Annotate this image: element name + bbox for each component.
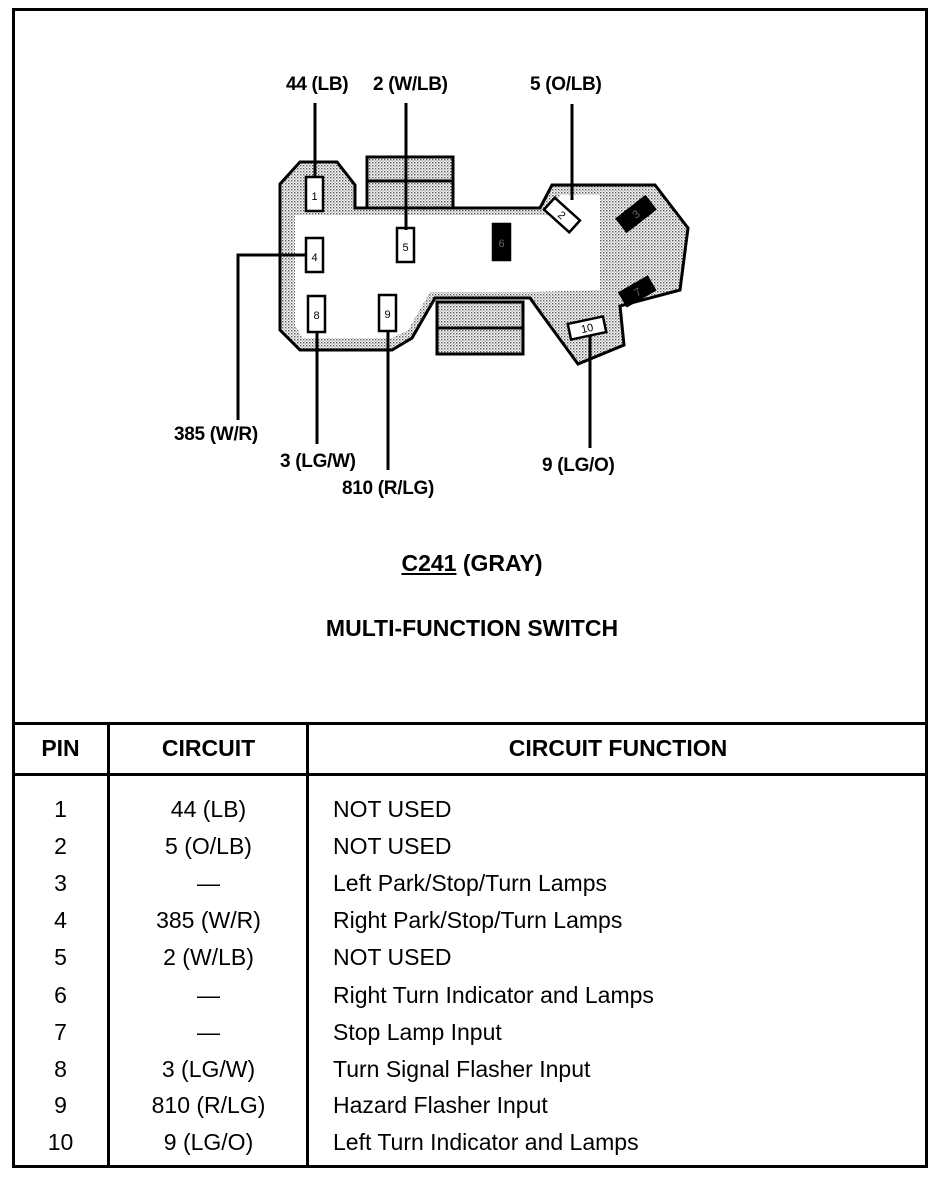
pin-cavity-4: 4: [304, 236, 325, 274]
cell-circuit: —: [197, 982, 220, 1008]
pin-number: 9: [384, 309, 390, 321]
cell-circuit: 2 (W/LB): [163, 944, 254, 970]
cell-function: Left Park/Stop/Turn Lamps: [333, 870, 608, 896]
table-row: 9 810 (R/LG) Hazard Flasher Input: [0, 1092, 944, 1129]
connector-id: C241: [401, 550, 457, 576]
cell-function: Hazard Flasher Input: [333, 1092, 548, 1118]
cell-circuit: 3 (LG/W): [161, 1056, 256, 1082]
cell-function: Left Turn Indicator and Lamps: [333, 1129, 639, 1155]
table-row: 2 5 (O/LB) NOT USED: [0, 833, 944, 870]
pin-number: 1: [311, 191, 317, 203]
top-latch: [365, 155, 455, 210]
pin-cavity-10: 10: [566, 314, 608, 342]
wire-label-385: 385 (W/R): [174, 424, 258, 445]
cell-pin: 3: [54, 870, 67, 896]
table-row: 3 — Left Park/Stop/Turn Lamps: [0, 870, 944, 907]
table-row: 8 3 (LG/W) Turn Signal Flasher Input: [0, 1056, 944, 1093]
cell-function: Stop Lamp Input: [333, 1019, 502, 1045]
connector-face: [295, 195, 600, 338]
cell-function: Turn Signal Flasher Input: [333, 1056, 591, 1082]
connector-diagram: 1 4 5 6 2 3 7 8 9 10: [236, 103, 690, 470]
cell-pin: 8: [54, 1056, 67, 1082]
leader-line-385: [236, 253, 306, 420]
cell-circuit: 44 (LB): [170, 796, 247, 822]
cell-function: Right Park/Stop/Turn Lamps: [333, 907, 623, 933]
cell-function: Right Turn Indicator and Lamps: [333, 982, 654, 1008]
cell-circuit: 5 (O/LB): [165, 833, 252, 859]
pin-number: 4: [311, 252, 317, 264]
pin-cavity-3: 3: [615, 194, 657, 234]
wire-label-2: 2 (W/LB): [373, 74, 448, 95]
pin-cavity-5: 5: [395, 226, 416, 264]
cell-function: NOT USED: [333, 796, 452, 822]
connector-title: C241 (GRAY): [0, 550, 944, 577]
table-header-rule: [12, 773, 928, 776]
cell-pin: 9: [54, 1092, 67, 1118]
table-column-divider: [107, 722, 110, 1168]
cell-function: NOT USED: [333, 833, 452, 859]
pin-number: 5: [402, 242, 408, 254]
cell-circuit: 385 (W/R): [156, 907, 261, 933]
bottom-latch: [435, 300, 525, 356]
table-row: 7 — Stop Lamp Input: [0, 1019, 944, 1056]
cell-pin: 7: [54, 1019, 67, 1045]
cell-pin: 6: [54, 982, 67, 1008]
table-column-divider: [306, 722, 309, 1168]
pin-number: 6: [498, 238, 504, 250]
header-pin: PIN: [41, 735, 80, 761]
pin-number: 8: [313, 310, 319, 322]
table-row: 10 9 (LG/O) Left Turn Indicator and Lamp…: [0, 1129, 944, 1166]
cell-circuit: —: [197, 870, 220, 896]
pin-number: 10: [580, 322, 594, 336]
cell-pin: 4: [54, 907, 67, 933]
pin-cavity-9: 9: [377, 293, 398, 333]
pin-cavity-2: 2: [542, 195, 582, 235]
cell-circuit: 810 (R/LG): [151, 1092, 266, 1118]
wire-label-810: 810 (R/LG): [342, 478, 435, 499]
table-top-rule: [12, 722, 928, 725]
cell-pin: 10: [47, 1129, 74, 1155]
cell-function: NOT USED: [333, 944, 452, 970]
wire-label-5: 5 (O/LB): [530, 74, 602, 95]
table-row: 4 385 (W/R) Right Park/Stop/Turn Lamps: [0, 907, 944, 944]
cell-circuit: —: [197, 1019, 220, 1045]
table-row: 1 44 (LB) NOT USED: [0, 796, 944, 833]
header-circuit: CIRCUIT: [161, 735, 256, 761]
component-name: MULTI-FUNCTION SWITCH: [325, 615, 619, 641]
pin-cavity-1: 1: [304, 175, 325, 213]
pin-cavity-6: 6: [491, 222, 512, 262]
table-row: 5 2 (W/LB) NOT USED: [0, 944, 944, 981]
header-circuit-function: CIRCUIT FUNCTION: [508, 735, 728, 761]
pin-number: 7: [632, 286, 643, 299]
cell-circuit: 9 (LG/O): [163, 1129, 254, 1155]
wire-label-3: 3 (LG/W): [280, 451, 356, 472]
pin-cavity-7: 7: [617, 275, 657, 308]
table-row: 6 — Right Turn Indicator and Lamps: [0, 982, 944, 1019]
connector-color: (GRAY): [462, 550, 543, 576]
diagram-frame: [12, 8, 928, 1168]
cell-pin: 5: [54, 944, 67, 970]
cell-pin: 1: [54, 796, 67, 822]
wire-label-44: 44 (LB): [286, 74, 349, 95]
pin-cavity-8: 8: [306, 294, 327, 334]
wire-label-9: 9 (LG/O): [542, 455, 615, 476]
cell-pin: 2: [54, 833, 67, 859]
